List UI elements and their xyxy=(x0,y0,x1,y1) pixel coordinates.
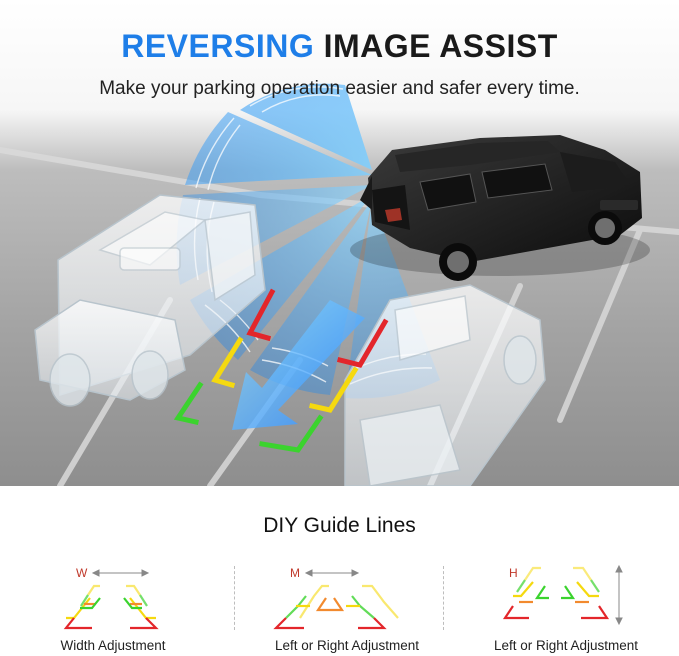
ghost-suv xyxy=(344,284,546,486)
black-suv xyxy=(350,135,650,281)
page-title: REVERSING IMAGE ASSIST xyxy=(0,26,679,66)
panel-caption: Width Adjustment xyxy=(60,638,166,653)
height-adjust-diagram: H xyxy=(502,564,623,626)
ground-guide-lines xyxy=(173,288,389,453)
panel-caption: Left or Right Adjustment xyxy=(493,638,639,653)
vertical-arrow-icon xyxy=(615,564,623,626)
panel-letter: H xyxy=(509,566,518,580)
ghost-pickup-truck xyxy=(34,194,266,407)
guide-panel-width: W Width Adjustment xyxy=(0,562,226,656)
divider xyxy=(234,566,235,630)
horizontal-arrow-icon xyxy=(91,569,150,577)
guide-panel-move: M Left or Right Adjustment xyxy=(234,562,460,656)
section-title: DIY Guide Lines xyxy=(263,514,416,537)
hero-illustration: REVERSING IMAGE ASSIST Make your parking… xyxy=(0,0,679,486)
panel-letter: M xyxy=(290,566,300,580)
title-rest: IMAGE ASSIST xyxy=(323,28,558,64)
guide-lines-section: DIY Guide Lines W xyxy=(0,486,679,656)
reverse-arrow xyxy=(232,300,365,430)
horizontal-arrow-icon xyxy=(304,569,360,577)
move-adjust-diagram: M xyxy=(273,566,399,630)
title-accent: REVERSING xyxy=(121,28,315,64)
divider xyxy=(443,566,444,630)
subtitle: Make your parking operation easier and s… xyxy=(99,78,580,99)
panel-letter: W xyxy=(76,566,88,580)
panel-caption: Left or Right Adjustment xyxy=(274,638,420,653)
parking-scene xyxy=(0,83,679,486)
guide-panel-height: H Left or Right Adjustment xyxy=(453,562,679,656)
width-adjust-diagram: W xyxy=(63,566,159,630)
